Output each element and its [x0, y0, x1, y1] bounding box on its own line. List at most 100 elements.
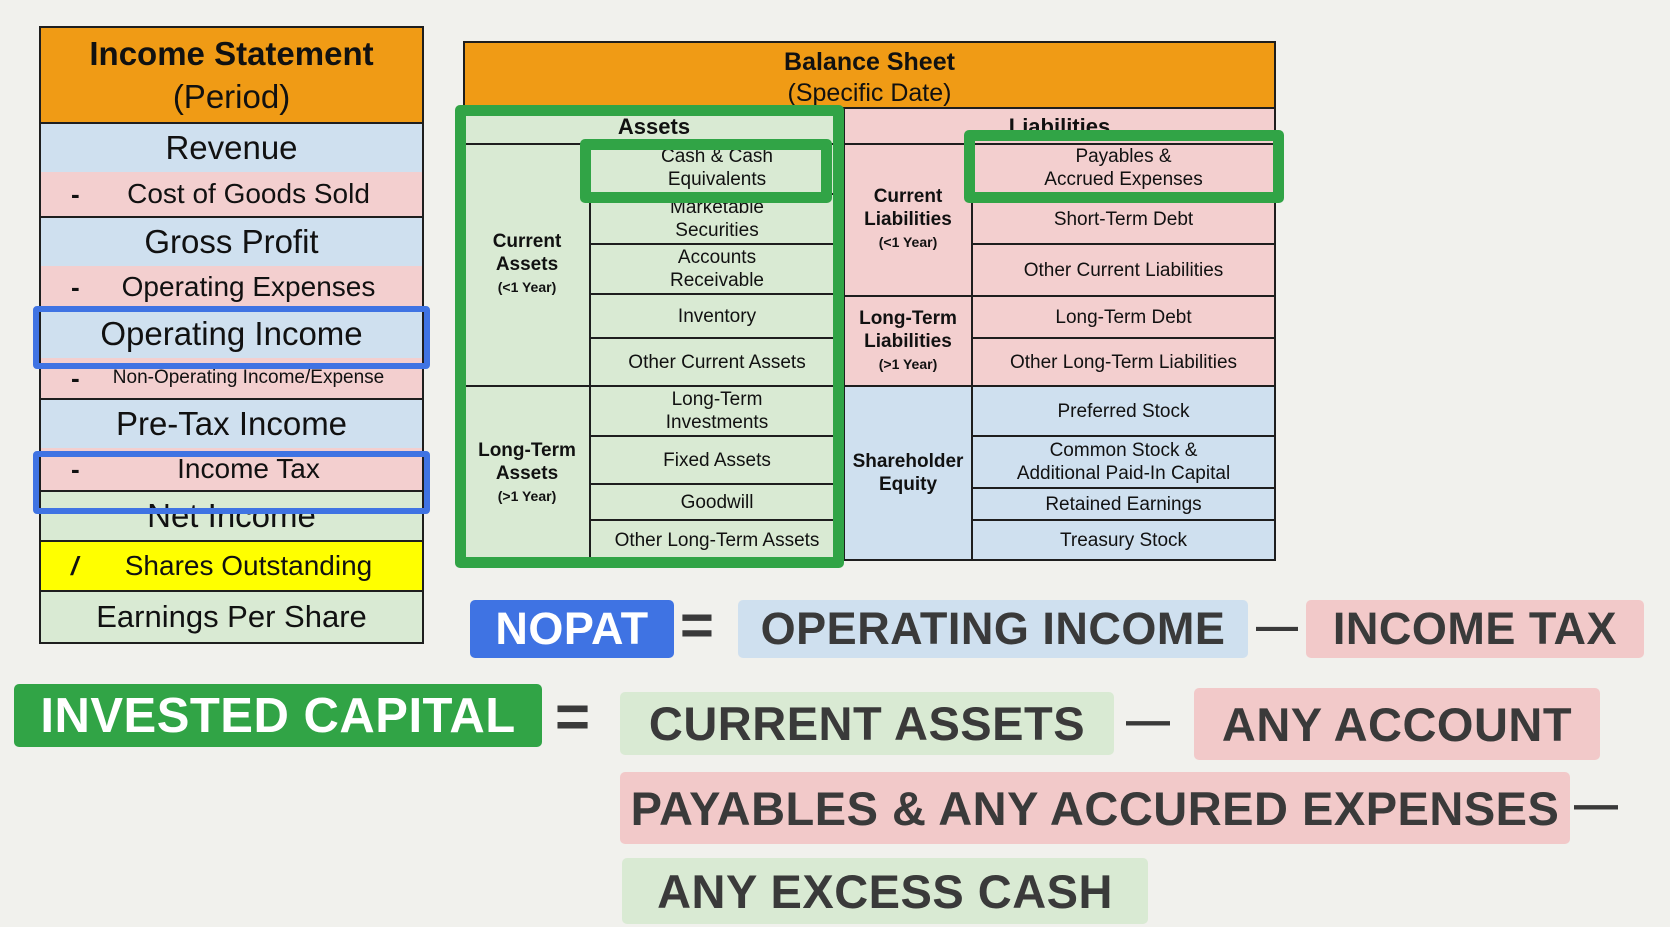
divider — [973, 435, 1274, 437]
shareholder-equity-title: Shareholder Equity — [852, 451, 964, 495]
balance-sheet: Balance Sheet (Specific Date) Assets Lia… — [463, 41, 1276, 561]
long-term-assets-title: Long-Term Assets — [478, 439, 576, 484]
current-assets-term: CURRENT ASSETS — [648, 697, 1086, 750]
asset-other-lt: Other Long-Term Assets — [591, 521, 843, 559]
equity-treasury: Treasury Stock — [973, 521, 1274, 559]
is-label: Cost of Goods Sold — [127, 178, 370, 209]
is-row-opex: - Operating Expenses — [41, 266, 422, 310]
invested-capital-label: INVESTED CAPITAL — [40, 688, 516, 743]
is-label: Operating Expenses — [121, 271, 376, 302]
equity-item: Treasury Stock — [1059, 529, 1188, 551]
equity-preferred: Preferred Stock — [973, 387, 1274, 435]
balance-sheet-header: Balance Sheet (Specific Date) — [465, 43, 1274, 109]
is-row-operating-income: Operating Income — [41, 310, 422, 358]
divider — [971, 143, 973, 559]
current-assets-title: Current Assets — [492, 230, 562, 275]
is-operator: - — [71, 271, 80, 302]
is-row-cogs: - Cost of Goods Sold — [41, 172, 422, 218]
excess-cash-tile: ANY EXCESS CASH — [622, 858, 1148, 924]
ic-minus-1: — — [1126, 696, 1170, 745]
divider — [465, 385, 1274, 387]
liability-item: Short-Term Debt — [1053, 208, 1194, 230]
divider — [591, 243, 843, 245]
is-label: Non-Operating Income/Expense — [112, 367, 385, 388]
income-tax-highlight — [33, 451, 430, 514]
long-term-assets-sub: (>1 Year) — [497, 487, 557, 504]
is-operator: / — [71, 550, 79, 581]
long-term-liabilities-sub: (>1 Year) — [878, 355, 938, 372]
long-term-liabilities-label: Long-Term Liabilities (>1 Year) — [845, 297, 971, 385]
liability-item: Payables & Accrued Expenses — [1044, 146, 1203, 190]
divider — [973, 337, 1274, 339]
is-label: Operating Income — [100, 315, 363, 352]
liability-item: Other Current Liabilities — [1023, 259, 1224, 281]
is-operator: - — [71, 362, 80, 393]
asset-item: Goodwill — [680, 491, 754, 513]
operating-income-term: OPERATING INCOME — [760, 603, 1226, 654]
is-row-net-income: Net Income — [41, 492, 422, 542]
equity-common: Common Stock & Additional Paid-In Capita… — [973, 437, 1274, 487]
current-assets-sub: (<1 Year) — [497, 278, 557, 295]
divider — [973, 487, 1274, 489]
liability-item: Long-Term Debt — [1055, 306, 1192, 328]
asset-item: Long-Term Investments — [665, 389, 769, 433]
liab-short-term-debt: Short-Term Debt — [973, 195, 1274, 243]
is-label: Income Tax — [177, 453, 320, 484]
is-row-revenue: Revenue — [41, 124, 422, 172]
asset-receivable: Accounts Receivable — [591, 245, 843, 293]
asset-lt-investments: Long-Term Investments — [591, 387, 843, 435]
shareholder-equity-label: Shareholder Equity — [845, 387, 971, 559]
asset-other-current: Other Current Assets — [591, 339, 843, 385]
invested-capital-tile: INVESTED CAPITAL — [14, 684, 542, 747]
liab-other-current: Other Current Liabilities — [973, 245, 1274, 295]
asset-item: Other Long-Term Assets — [614, 529, 820, 551]
is-label: Shares Outstanding — [124, 550, 373, 581]
equity-retained: Retained Earnings — [973, 489, 1274, 519]
nopat-label: NOPAT — [495, 603, 649, 654]
liab-long-term-debt: Long-Term Debt — [973, 297, 1274, 337]
ic-equals: = — [555, 683, 591, 750]
current-assets-highlight — [455, 105, 844, 568]
asset-cash: Cash & Cash Equivalents — [591, 143, 843, 193]
divider — [591, 293, 843, 295]
current-assets-label: Current Assets (<1 Year) — [465, 143, 589, 385]
divider — [591, 483, 843, 485]
current-assets-tile: CURRENT ASSETS — [620, 692, 1114, 755]
asset-item: Inventory — [677, 305, 757, 327]
is-label: Net Income — [147, 497, 316, 534]
income-statement-header: Income Statement (Period) — [41, 28, 422, 124]
asset-goodwill: Goodwill — [591, 485, 843, 519]
long-term-assets-label: Long-Term Assets (>1 Year) — [465, 387, 589, 559]
asset-inventory: Inventory — [591, 295, 843, 337]
divider — [973, 519, 1274, 521]
is-row-eps: Earnings Per Share — [41, 592, 422, 642]
payables-term: PAYABLES & ANY ACCURED EXPENSES — [630, 781, 1560, 835]
is-row-gross-profit: Gross Profit — [41, 218, 422, 266]
liab-other-lt: Other Long-Term Liabilities — [973, 339, 1274, 385]
divider — [973, 243, 1274, 245]
divider — [465, 143, 1274, 145]
income-statement-title: Income Statement — [89, 35, 374, 72]
asset-marketable: Marketable Securities — [591, 195, 843, 243]
any-account-term: ANY ACCOUNT — [1221, 697, 1573, 751]
is-label: Pre-Tax Income — [115, 405, 348, 442]
income-tax-tile: INCOME TAX — [1306, 600, 1644, 658]
current-liabilities-sub: (<1 Year) — [878, 233, 938, 250]
equity-item: Common Stock & Additional Paid-In Capita… — [1016, 440, 1231, 484]
nopat-equals: = — [680, 593, 714, 658]
ic-minus-2: — — [1574, 780, 1618, 829]
is-row-shares: / Shares Outstanding — [41, 542, 422, 592]
cash-highlight — [580, 139, 832, 203]
equity-item: Preferred Stock — [1057, 400, 1190, 422]
asset-item: Fixed Assets — [663, 449, 771, 471]
liab-payables: Payables & Accrued Expenses — [973, 143, 1274, 193]
balance-sheet-title: Balance Sheet — [784, 48, 955, 76]
is-operator: - — [71, 453, 80, 484]
divider — [591, 337, 843, 339]
payables-highlight — [964, 130, 1284, 203]
operating-income-highlight — [33, 306, 430, 369]
long-term-liabilities-title: Long-Term Liabilities — [859, 307, 957, 352]
is-label: Earnings Per Share — [96, 599, 367, 634]
equity-item: Retained Earnings — [1045, 493, 1202, 515]
liability-item: Other Long-Term Liabilities — [1009, 351, 1238, 373]
